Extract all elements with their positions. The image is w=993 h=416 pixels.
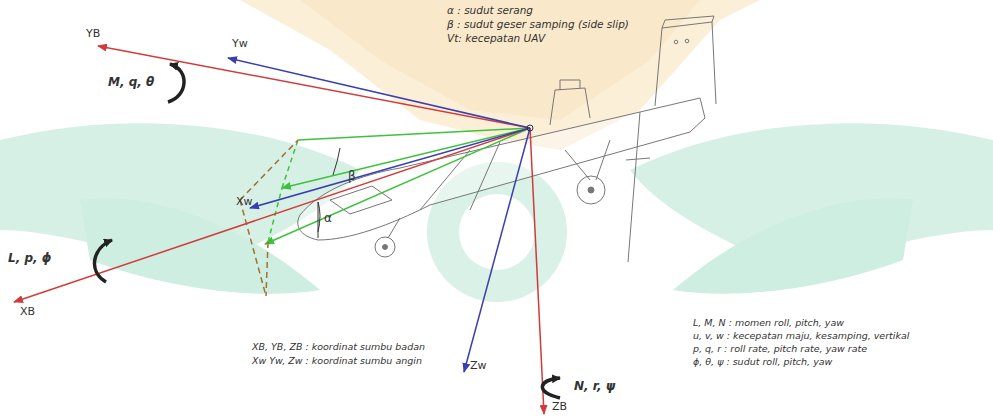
moment-label: L, p, ϕ [8, 252, 51, 266]
legend-note: XB, YB, ZB : koordinat sumbu badan [252, 342, 425, 353]
legend-note: p, q, r : roll rate, pitch rate, yaw rat… [693, 344, 867, 355]
legend-note: u, v, w : kecepatan maju, kesamping, ver… [693, 331, 909, 342]
moment-label: M, q, θ [108, 76, 154, 90]
axis-label: Xw [236, 196, 253, 209]
legend-note: ϕ, θ, ψ : sudut roll, pitch, yaw [693, 357, 832, 368]
axis-label: ZB [552, 401, 567, 414]
axis-label: XB [20, 306, 35, 319]
uav-drawing [298, 16, 716, 262]
angle-label: β [348, 170, 356, 184]
watermark [0, 0, 993, 302]
legend-note: α : sudut serang [447, 4, 533, 16]
legend-note: β : sudut geser samping (side slip) [447, 18, 629, 30]
legend-note: Vt: kecepatan UAV [447, 32, 545, 44]
axis-label: Yw [232, 38, 248, 51]
angle-label: α [324, 212, 332, 226]
legend-note: Xw Yw, Zw : koordinat sumbu angin [252, 356, 422, 367]
axis-label: YB [86, 28, 100, 41]
moment-label: N, r, ψ [574, 380, 615, 394]
legend-note: L, M, N : momen roll, pitch, yaw [693, 318, 844, 329]
axis-label: Zw [470, 360, 487, 373]
